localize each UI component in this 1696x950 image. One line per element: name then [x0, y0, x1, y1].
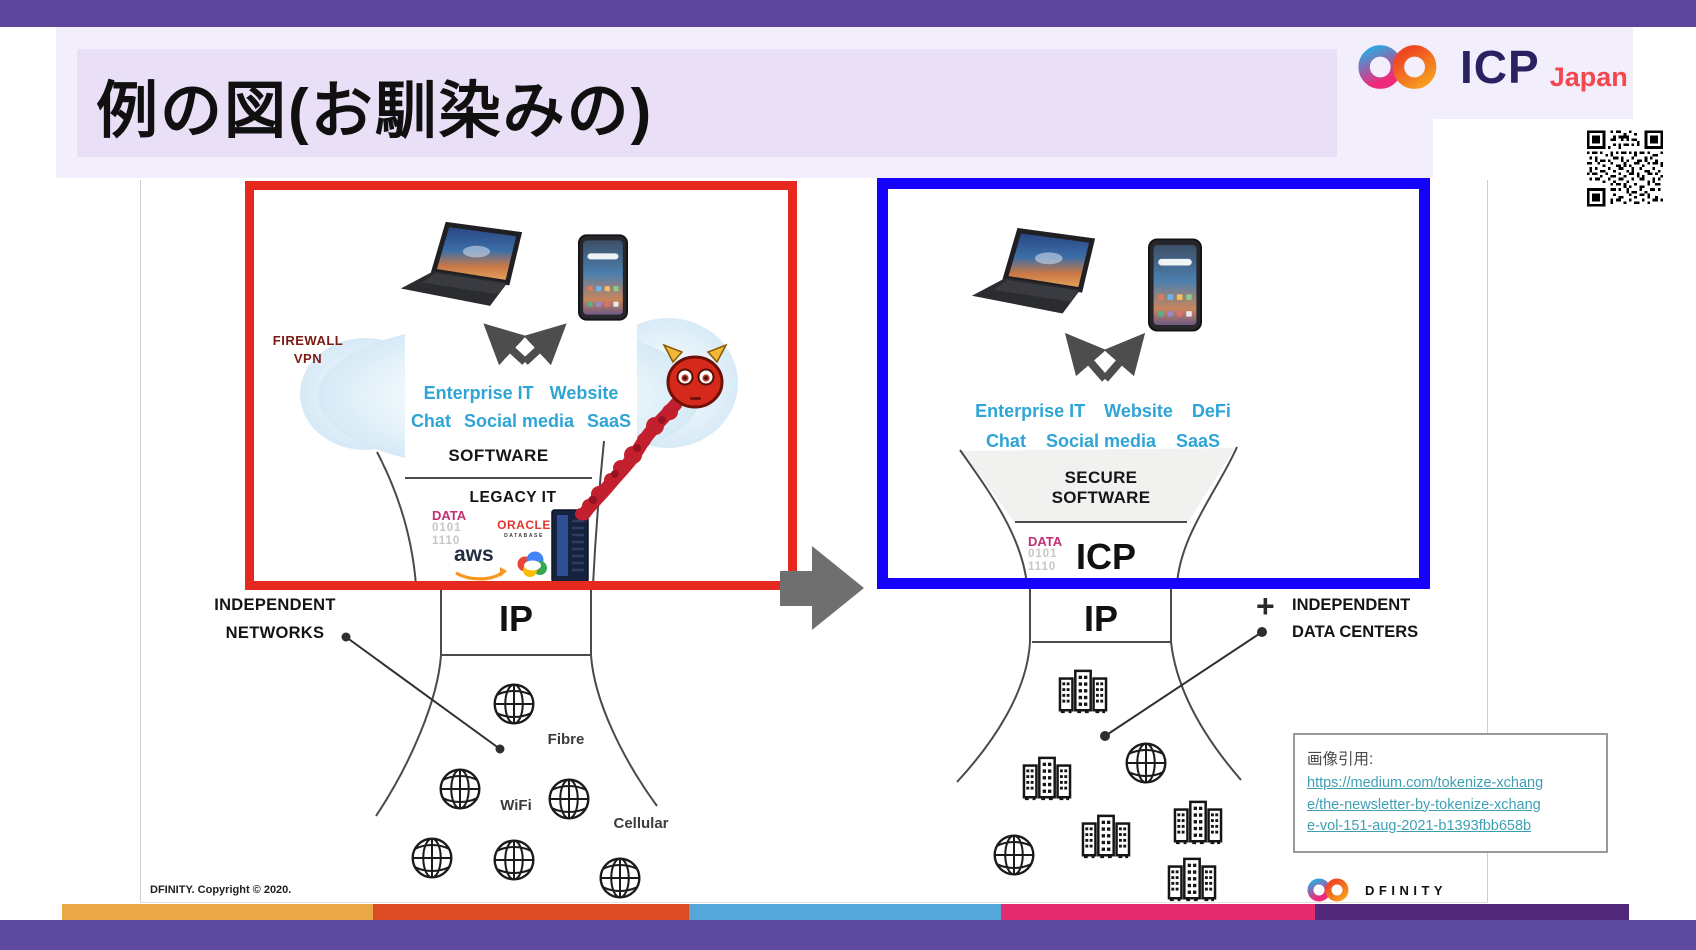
- stripe-blue: [689, 904, 1001, 920]
- title-background: [77, 49, 1337, 157]
- app-label-social-media: Social media: [463, 411, 574, 431]
- app-label-defi: DeFi: [1191, 401, 1231, 421]
- aws-logo: aws: [454, 543, 494, 566]
- figure-right-border: [1487, 180, 1488, 903]
- wifi-label: WiFi: [500, 797, 532, 814]
- icp-stack-highlight-box: [877, 178, 1430, 589]
- vpn-label: VPN: [293, 351, 323, 366]
- citation-link-line[interactable]: e/the-newsletter-by-tokenize-xchang: [1307, 796, 1541, 813]
- qr-code: [1587, 130, 1663, 207]
- data-label-block: DATA 0101 1110: [1028, 535, 1072, 574]
- attack-smoke: [575, 397, 683, 521]
- data-bits: 1110: [1028, 561, 1057, 573]
- app-label-chat: Chat: [985, 431, 1026, 451]
- server-rack-icon: [551, 509, 589, 583]
- footer-color-stripe: [62, 904, 1629, 920]
- ip-band-label: IP: [1083, 598, 1118, 639]
- oracle-database-label: DATABASE: [504, 533, 544, 539]
- app-label-saas: SaaS: [1176, 431, 1221, 451]
- data-bits: 0101: [1028, 548, 1058, 560]
- icp-japan-logo: ICP Japan: [1348, 40, 1628, 94]
- firewall-label: FIREWALL: [272, 333, 344, 348]
- google-cloud-icon: [517, 551, 547, 577]
- right-apps-row2: Chat Social media SaaS: [958, 431, 1248, 452]
- independent-label-line1: INDEPENDENT: [1292, 596, 1411, 614]
- stripe-orange: [62, 904, 373, 920]
- oracle-wordmark: ORACLE: [497, 518, 551, 532]
- infinity-icon: [1358, 45, 1437, 89]
- independent-label-line2: DATA CENTERS: [1292, 623, 1419, 641]
- data-label-block: DATA 0101 1110: [432, 509, 476, 548]
- independent-label-line1: INDEPENDENT: [214, 596, 336, 614]
- stripe-purple: [1315, 904, 1629, 920]
- oracle-logo: ORACLE DATABASE: [495, 518, 553, 539]
- app-label-social-media: Social media: [1045, 431, 1156, 451]
- app-label-enterprise-it: Enterprise IT: [975, 401, 1086, 421]
- data-label: DATA: [432, 508, 467, 523]
- app-label-chat: Chat: [410, 411, 451, 431]
- ip-band-label: IP: [498, 598, 533, 639]
- citation-label: 画像引用:: [1307, 751, 1374, 768]
- top-purple-bar: [0, 0, 1696, 27]
- stripe-pink: [1001, 904, 1315, 920]
- citation-box: 画像引用: https://medium.com/tokenize-xchang…: [1293, 733, 1608, 853]
- dfinity-infinity-icon: [1307, 878, 1349, 902]
- app-label-saas: SaaS: [587, 411, 632, 431]
- bottom-purple-bar: [0, 920, 1696, 950]
- legacy-stack-highlight-box: [245, 181, 797, 590]
- data-bits: 0101: [432, 522, 462, 534]
- v-arrows: [1064, 332, 1146, 382]
- legacy-it-label: LEGACY IT: [469, 489, 557, 506]
- aws-swoosh: [455, 567, 507, 581]
- independent-data-centers-label: INDEPENDENT DATA CENTERS: [1292, 592, 1418, 646]
- citation-link-line[interactable]: https://medium.com/tokenize-xchang: [1307, 775, 1544, 791]
- app-label-website: Website: [1104, 401, 1173, 421]
- app-label-website: Website: [549, 383, 619, 403]
- devil-icon: [662, 343, 728, 409]
- right-arrow-icon: [780, 546, 864, 630]
- independent-label-line2: NETWORKS: [225, 624, 325, 642]
- brand-icp-text: ICP: [1460, 41, 1540, 93]
- dfinity-wordmark: DFINITY: [1365, 883, 1448, 898]
- software-label: SOFTWARE: [448, 446, 549, 465]
- icp-band-label: ICP: [1075, 536, 1136, 577]
- secure-software-label: SECURE SOFTWARE: [1051, 468, 1151, 507]
- annotation-lines: [341, 627, 1267, 754]
- copyright-text: DFINITY. Copyright © 2020.: [150, 884, 292, 896]
- v-arrows: [483, 323, 567, 366]
- firewall-vpn-label: FIREWALL VPN: [266, 332, 350, 368]
- figure-bottom-border: [140, 902, 1488, 903]
- figure-left-border: [140, 180, 141, 903]
- citation-link-line[interactable]: e-vol-151-aug-2021-b1393fbb658b: [1307, 818, 1532, 834]
- brand-japan-text: Japan: [1549, 61, 1628, 92]
- fibre-label: Fibre: [547, 731, 585, 748]
- hourglass-curves: [375, 440, 1242, 817]
- data-label: DATA: [1028, 534, 1063, 549]
- left-apps-row2: Chat Social media SaaS: [405, 411, 637, 432]
- data-bits: 1110: [432, 535, 461, 547]
- stripe-vermillion: [373, 904, 689, 920]
- secure-software-band: [962, 448, 1235, 522]
- cellular-label: Cellular: [613, 815, 669, 832]
- right-apps-row1: Enterprise IT Website DeFi: [958, 401, 1248, 422]
- left-apps-row1: Enterprise IT Website: [405, 383, 637, 404]
- page-title: 例の図(お馴染みの): [96, 77, 654, 146]
- app-label-enterprise-it: Enterprise IT: [423, 383, 534, 403]
- plus-sign: +: [1256, 588, 1275, 624]
- independent-networks-label: INDEPENDENT NETWORKS: [203, 591, 347, 647]
